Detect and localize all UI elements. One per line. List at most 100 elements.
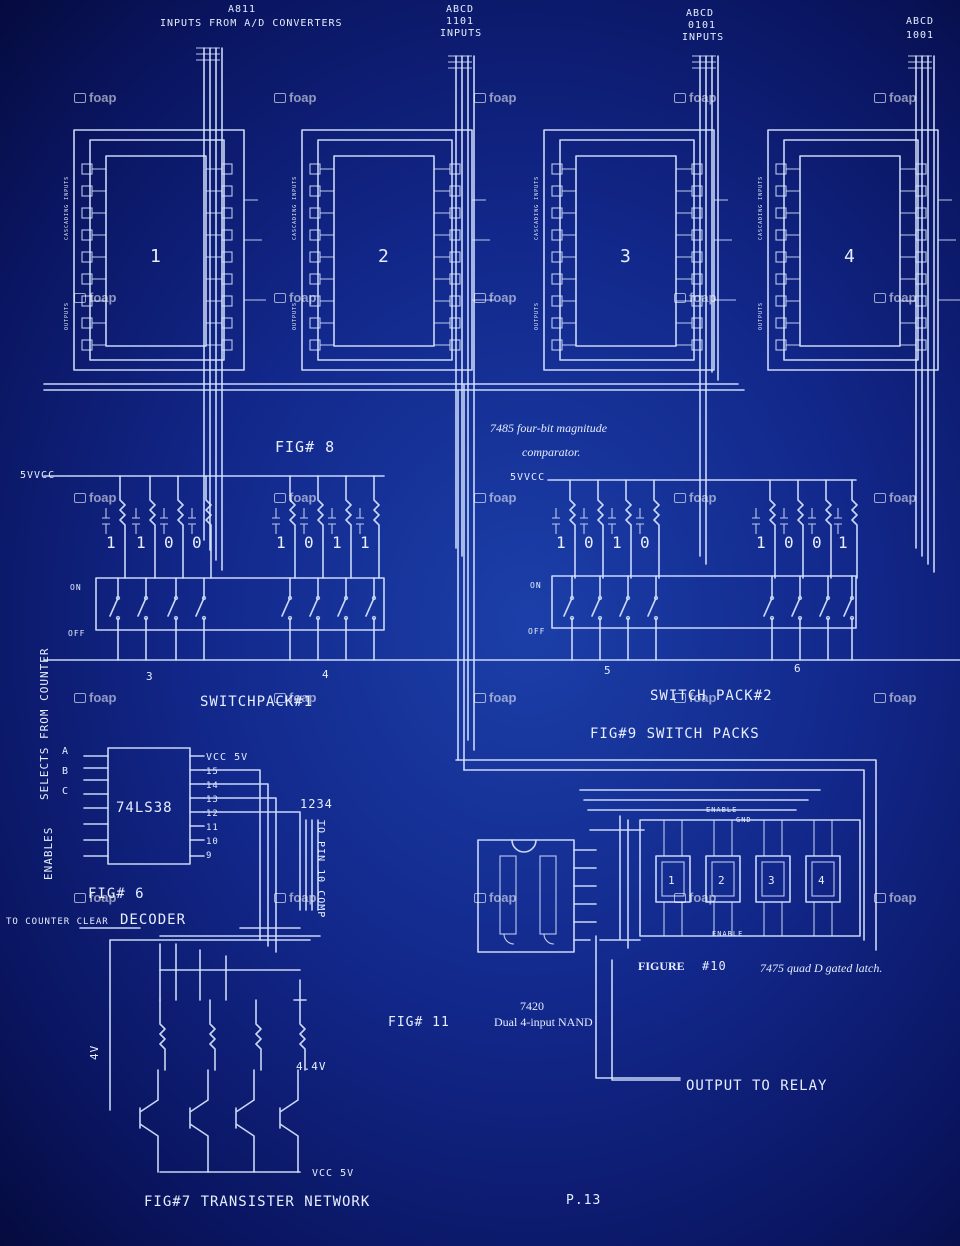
v-label-left: 4V: [88, 1045, 101, 1060]
comparator-caption-line2: comparator.: [522, 445, 580, 459]
bit-value: 1: [332, 533, 343, 552]
enables-label: ENABLES: [42, 827, 55, 880]
dip-switch: [365, 577, 377, 661]
camera-icon: [674, 293, 686, 303]
bit-value: 1: [106, 533, 117, 552]
resistor: 0: [188, 475, 212, 579]
inputs-2-bits: 1101: [446, 16, 474, 27]
watermark: foap: [74, 690, 116, 705]
fig9-label: FIG#9 SWITCH PACKS: [590, 726, 760, 742]
watermark-text: foap: [689, 90, 717, 105]
latch-cell-2: 2: [705, 820, 741, 936]
bit-value: 1: [838, 533, 849, 552]
switch-number-3: 3: [146, 670, 154, 683]
watermark-text: foap: [289, 690, 317, 705]
comparator-number-3: 3: [620, 246, 632, 267]
watermark: foap: [74, 490, 116, 505]
resistor: 0: [808, 479, 832, 579]
resistor: 1: [752, 479, 776, 579]
inputs-4-bits: 1001: [906, 30, 934, 41]
decoder-chip-label: 74LS38: [116, 800, 173, 816]
latch-cell-number: 1: [668, 874, 676, 887]
watermark-text: foap: [689, 690, 717, 705]
resistor: 0: [636, 479, 660, 579]
off-label-right: OFF: [528, 627, 545, 636]
decoder-pin-12: 12: [206, 809, 219, 819]
watermark: foap: [674, 690, 716, 705]
watermark-text: foap: [889, 890, 917, 905]
cascading-inputs-label: CASCADING INPUTS: [758, 176, 764, 240]
watermark: foap: [874, 290, 916, 305]
nand-7420: FIG# 11 7420 Dual 4-input NAND: [388, 829, 681, 1079]
latch-cell-3: 3: [755, 820, 791, 936]
transistor-vcc: VCC 5V: [312, 1168, 354, 1179]
camera-icon: [274, 93, 286, 103]
camera-icon: [474, 493, 486, 503]
watermark: foap: [274, 690, 316, 705]
vcc-left-label: 5VVCC: [20, 470, 55, 481]
resistor: 0: [160, 475, 184, 579]
watermark: foap: [74, 890, 116, 905]
resistor: 1: [552, 479, 576, 579]
dip-switch: [619, 575, 631, 661]
watermark-text: foap: [889, 490, 917, 505]
fig7-title: FIG#7 TRANSISTER NETWORK: [144, 1194, 370, 1210]
bit-value: 0: [584, 533, 595, 552]
watermark-text: foap: [889, 290, 917, 305]
switchpack-1-body: [95, 577, 385, 631]
watermark: foap: [874, 890, 916, 905]
latch-cell-1: 1: [655, 820, 691, 936]
resistor: 0: [780, 479, 804, 579]
bit-value: 1: [276, 533, 287, 552]
dip-switch: [563, 575, 575, 661]
vcc-right-label: 5VVCC: [510, 472, 545, 483]
latch-caption: 7475 quad D gated latch.: [760, 961, 882, 975]
camera-icon: [274, 293, 286, 303]
camera-icon: [74, 93, 86, 103]
bit-value: 0: [784, 533, 795, 552]
watermark: foap: [474, 890, 516, 905]
dip-switch: [763, 575, 775, 661]
nand-part: 7420: [520, 999, 544, 1013]
inputs-4-code: ABCD: [906, 16, 934, 27]
camera-icon: [74, 293, 86, 303]
dip-switch: [591, 575, 603, 661]
nand-chip-body: [477, 839, 575, 953]
decoder-pin-13: 13: [206, 795, 219, 805]
bit-value: 0: [640, 533, 651, 552]
camera-icon: [474, 93, 486, 103]
watermark: foap: [274, 890, 316, 905]
watermark-text: foap: [289, 90, 317, 105]
watermark-text: foap: [289, 490, 317, 505]
watermark-text: foap: [489, 90, 517, 105]
dip-switch: [137, 577, 149, 661]
camera-icon: [474, 893, 486, 903]
decoder-pin-11: 11: [206, 823, 219, 833]
watermark: foap: [474, 90, 516, 105]
fig8-label: FIG# 8: [275, 438, 335, 456]
switchpack-2-body: [551, 575, 857, 629]
resistor: 1: [132, 475, 156, 579]
camera-icon: [74, 893, 86, 903]
comparator-number-1: 1: [150, 246, 162, 267]
resistor: 1: [834, 479, 858, 579]
v-label-right: 4.4V: [296, 1060, 327, 1073]
resistor: 1: [356, 475, 380, 579]
transistor: [279, 999, 306, 1173]
dip-switch: [167, 577, 179, 661]
inputs-3-code: ABCD: [686, 8, 714, 19]
camera-icon: [874, 93, 886, 103]
bit-value: 1: [756, 533, 767, 552]
camera-icon: [874, 493, 886, 503]
watermark-text: foap: [89, 290, 117, 305]
dip-switch: [281, 577, 293, 661]
watermark: foap: [474, 490, 516, 505]
cascading-inputs-label: CASCADING INPUTS: [292, 176, 298, 240]
output-section: OUTPUT TO RELAY P.13: [566, 959, 826, 1208]
resistor: 1: [608, 479, 632, 579]
cascading-inputs-label: CASCADING INPUTS: [534, 176, 540, 240]
outputs-label: OUTPUTS: [64, 302, 70, 330]
